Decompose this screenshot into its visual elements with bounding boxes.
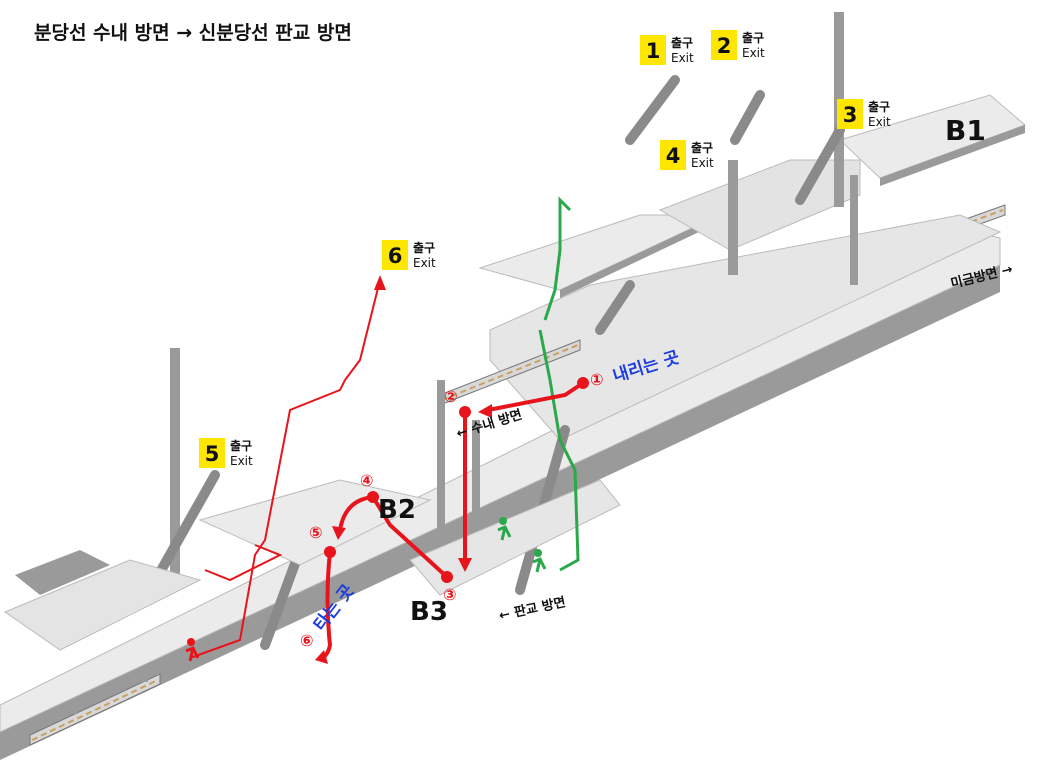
exit-runner-icon-red [185,638,200,662]
b1-concourse [439,94,1026,441]
exit-badge-1: 1 출구 Exit [640,35,694,65]
exit-badge-5-word-en: Exit [230,454,253,468]
step-marker-6: ⑥ [300,631,314,650]
level-label-b2: B2 [378,495,416,525]
exit-badge-4-number: 4 [666,144,681,168]
exit-badge-1-word-en: Exit [671,51,694,65]
level-label-b3: B3 [410,597,448,627]
step-marker-3: ③ [443,585,457,604]
exit-badge-4-word-en: Exit [691,156,714,170]
exit-badge-3-word: 출구 [868,99,890,114]
direction-pangyo: ← 판교 방면 [498,594,568,624]
exit-badge-2-number: 2 [717,34,732,58]
exit-badge-6: 6 출구 Exit [382,240,436,270]
exit-6-path [189,275,386,659]
exit-badge-2-word-en: Exit [742,46,765,60]
exit-badge-5: 5 출구 Exit [199,438,253,468]
page-title: 분당선 수내 방면 → 신분당선 판교 방면 [34,22,352,44]
route-nodes [324,377,589,583]
step-marker-2: ② [444,387,458,406]
train-b3-left [29,673,161,746]
step-marker-5: ⑤ [309,523,323,542]
exit-badge-2: 2 출구 Exit [711,30,765,60]
exit-badge-5-word: 출구 [230,438,252,453]
level-label-b1: B1 [945,114,986,147]
step-marker-4: ④ [360,471,374,490]
exit-badge-3-word-en: Exit [868,115,891,129]
b3-platform [0,227,1001,760]
exit-badge-3-number: 3 [843,103,858,127]
exit-badge-1-number: 1 [646,39,661,63]
exit-badge-1-word: 출구 [671,35,693,50]
transfer-route [315,381,585,664]
exit-badge-2-word: 출구 [742,30,764,45]
exit-badge-6-word: 출구 [413,240,435,255]
green-path [538,196,580,572]
exit-badge-6-word-en: Exit [413,256,436,270]
exit-runner-icon-green [497,517,547,573]
exit-badge-4: 4 출구 Exit [660,140,714,170]
exit-badge-5-number: 5 [205,442,220,466]
exit-badge-6-number: 6 [388,244,403,268]
exit-badge-3: 3 출구 Exit [837,99,891,129]
exit-badge-4-word: 출구 [691,140,713,155]
step-marker-1: ① [590,370,604,389]
